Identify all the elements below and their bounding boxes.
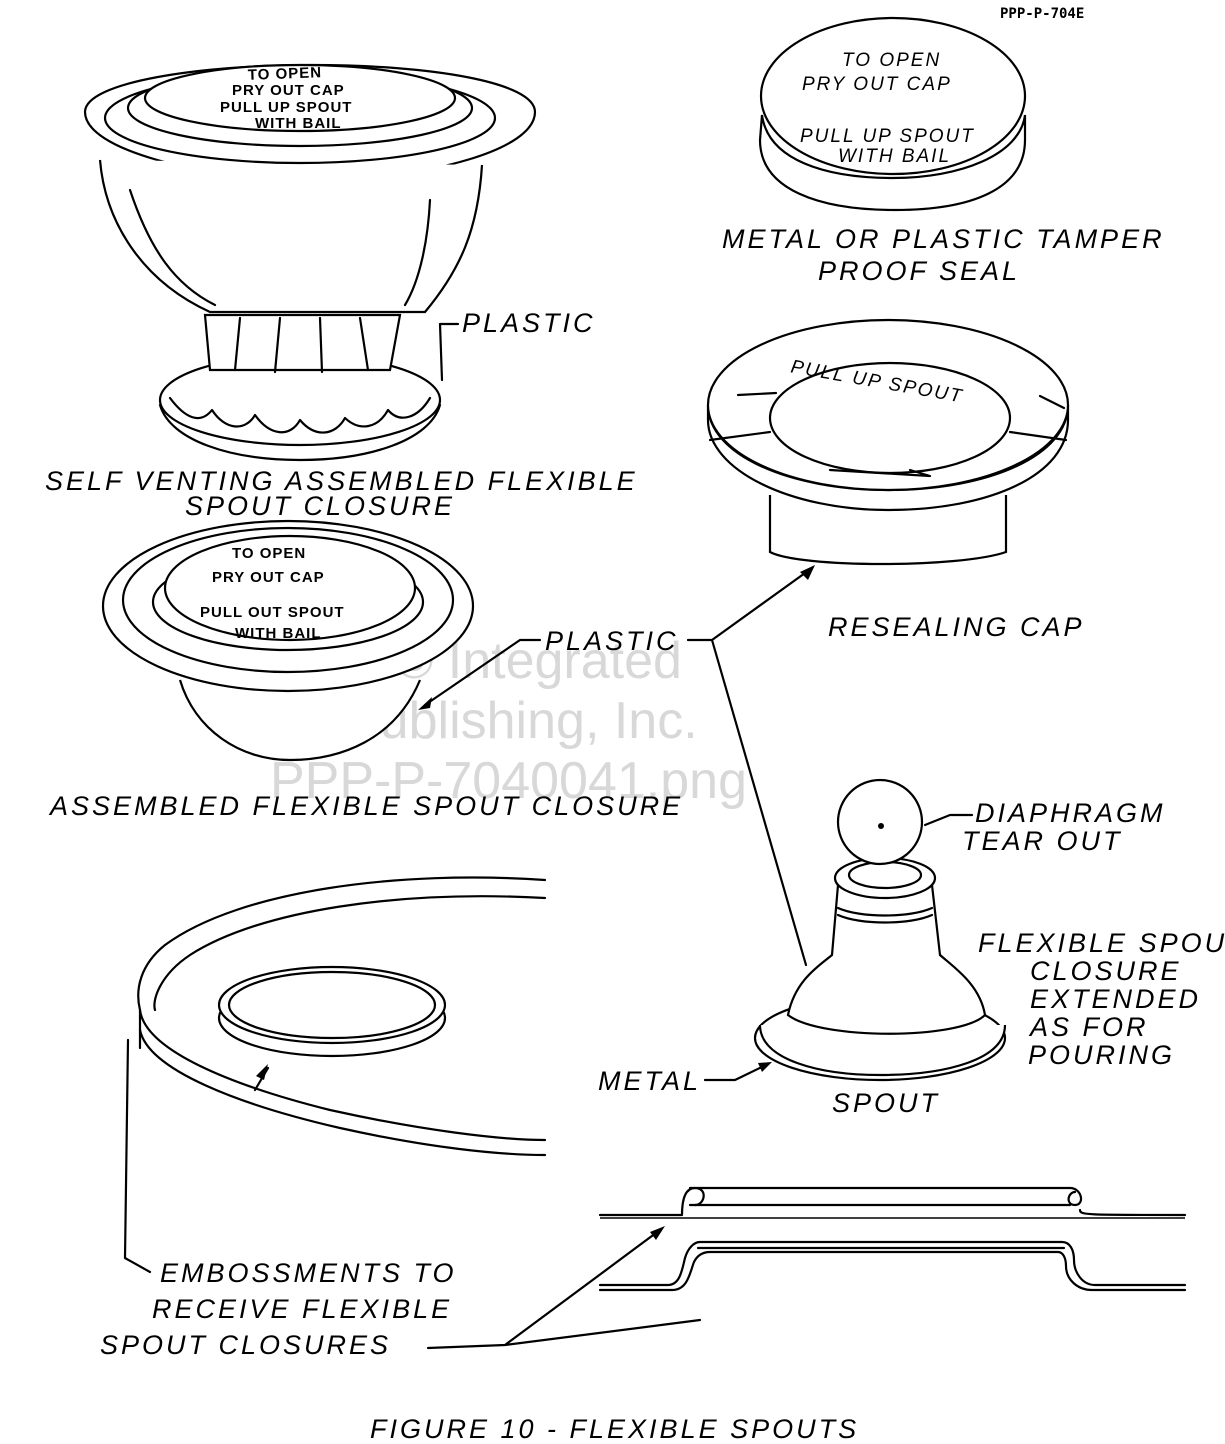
plastic-2-leader <box>423 638 542 707</box>
plastic-2-right-arrowhead <box>800 565 815 580</box>
svg-text:PRY OUT CAP: PRY OUT CAP <box>232 82 345 99</box>
svg-text:WITH BAIL: WITH BAIL <box>255 115 341 132</box>
self-venting-cap-text: TO OPEN PRY OUT CAP PULL UP SPOUT WITH B… <box>220 64 352 132</box>
label-self-venting-line-2: SPOUT CLOSURE <box>185 491 455 521</box>
label-plastic-2: PLASTIC <box>545 626 679 656</box>
drum-head-drawing <box>137 876 547 1157</box>
label-plastic-1: PLASTIC <box>462 308 596 338</box>
label-diaphragm-line-2: TEAR OUT <box>962 826 1123 856</box>
metal-arrowhead <box>758 1062 772 1072</box>
svg-text:WITH BAIL: WITH BAIL <box>235 625 321 642</box>
label-embossments-line-2: RECEIVE FLEXIBLE <box>152 1294 452 1324</box>
embossment-leader-1 <box>123 1038 152 1274</box>
svg-text:TO OPEN: TO OPEN <box>232 545 306 562</box>
svg-text:WITH BAIL: WITH BAIL <box>838 146 951 167</box>
assembled-closure-drawing: TO OPEN PRY OUT CAP PULL OUT SPOUT WITH … <box>101 519 475 762</box>
label-tamper-line-2: PROOF SEAL <box>818 256 1020 286</box>
svg-text:PULL OUT SPOUT: PULL OUT SPOUT <box>200 604 345 621</box>
label-assembled: ASSEMBLED FLEXIBLE SPOUT CLOSURE <box>48 791 683 821</box>
embossment-arrowhead-2 <box>650 1226 665 1240</box>
label-diaphragm-line-1: DIAPHRAGM <box>975 798 1166 828</box>
plastic-2-right-leader <box>686 566 814 967</box>
watermark-line-3: PPP-P-7040041.png <box>270 752 747 810</box>
resealing-cap-drawing <box>706 318 1070 566</box>
document-id: PPP-P-704E <box>1000 6 1084 22</box>
embossment-arrowhead-1 <box>256 1064 268 1080</box>
svg-text:PRY OUT CAP: PRY OUT CAP <box>802 74 952 95</box>
label-flexible-line-5: POURING <box>1028 1040 1175 1070</box>
svg-text:PULL UP SPOUT: PULL UP SPOUT <box>220 99 352 116</box>
label-spout: SPOUT <box>832 1088 940 1118</box>
svg-text:TO OPEN: TO OPEN <box>842 50 941 71</box>
label-flexible-line-1: FLEXIBLE SPOUT <box>978 928 1225 958</box>
plastic-1-leader <box>438 322 460 382</box>
label-flexible-line-2: CLOSURE <box>1030 956 1182 986</box>
figure-caption: FIGURE 10 - FLEXIBLE SPOUTS <box>370 1414 859 1444</box>
plastic-2-arrowhead <box>418 697 432 710</box>
diaphragm-leader <box>923 813 974 827</box>
tamper-seal-drawing: TO OPEN PRY OUT CAP PULL UP SPOUT WITH B… <box>758 16 1027 212</box>
embossment-leader-3 <box>426 1228 702 1350</box>
label-resealing-cap: RESEALING CAP <box>828 612 1085 642</box>
label-self-venting-line-1: SELF VENTING ASSEMBLED FLEXIBLE <box>45 466 638 496</box>
metal-leader <box>703 1062 770 1082</box>
label-embossments-line-1: EMBOSSMENTS TO <box>160 1258 457 1288</box>
svg-text:PULL UP SPOUT: PULL UP SPOUT <box>800 126 975 147</box>
label-tamper-line-1: METAL OR PLASTIC TAMPER <box>722 224 1165 254</box>
self-venting-closure-drawing <box>83 63 537 462</box>
embossment-sections-drawing <box>598 1186 1187 1292</box>
label-flexible-line-4: AS FOR <box>1028 1012 1149 1042</box>
svg-text:TO OPEN: TO OPEN <box>248 64 323 84</box>
spout-drawing <box>753 778 1007 1082</box>
svg-text:PRY OUT CAP: PRY OUT CAP <box>212 569 325 586</box>
label-flexible-line-3: EXTENDED <box>1030 984 1201 1014</box>
label-embossments-line-3: SPOUT CLOSURES <box>100 1330 391 1360</box>
label-metal: METAL <box>598 1066 701 1096</box>
